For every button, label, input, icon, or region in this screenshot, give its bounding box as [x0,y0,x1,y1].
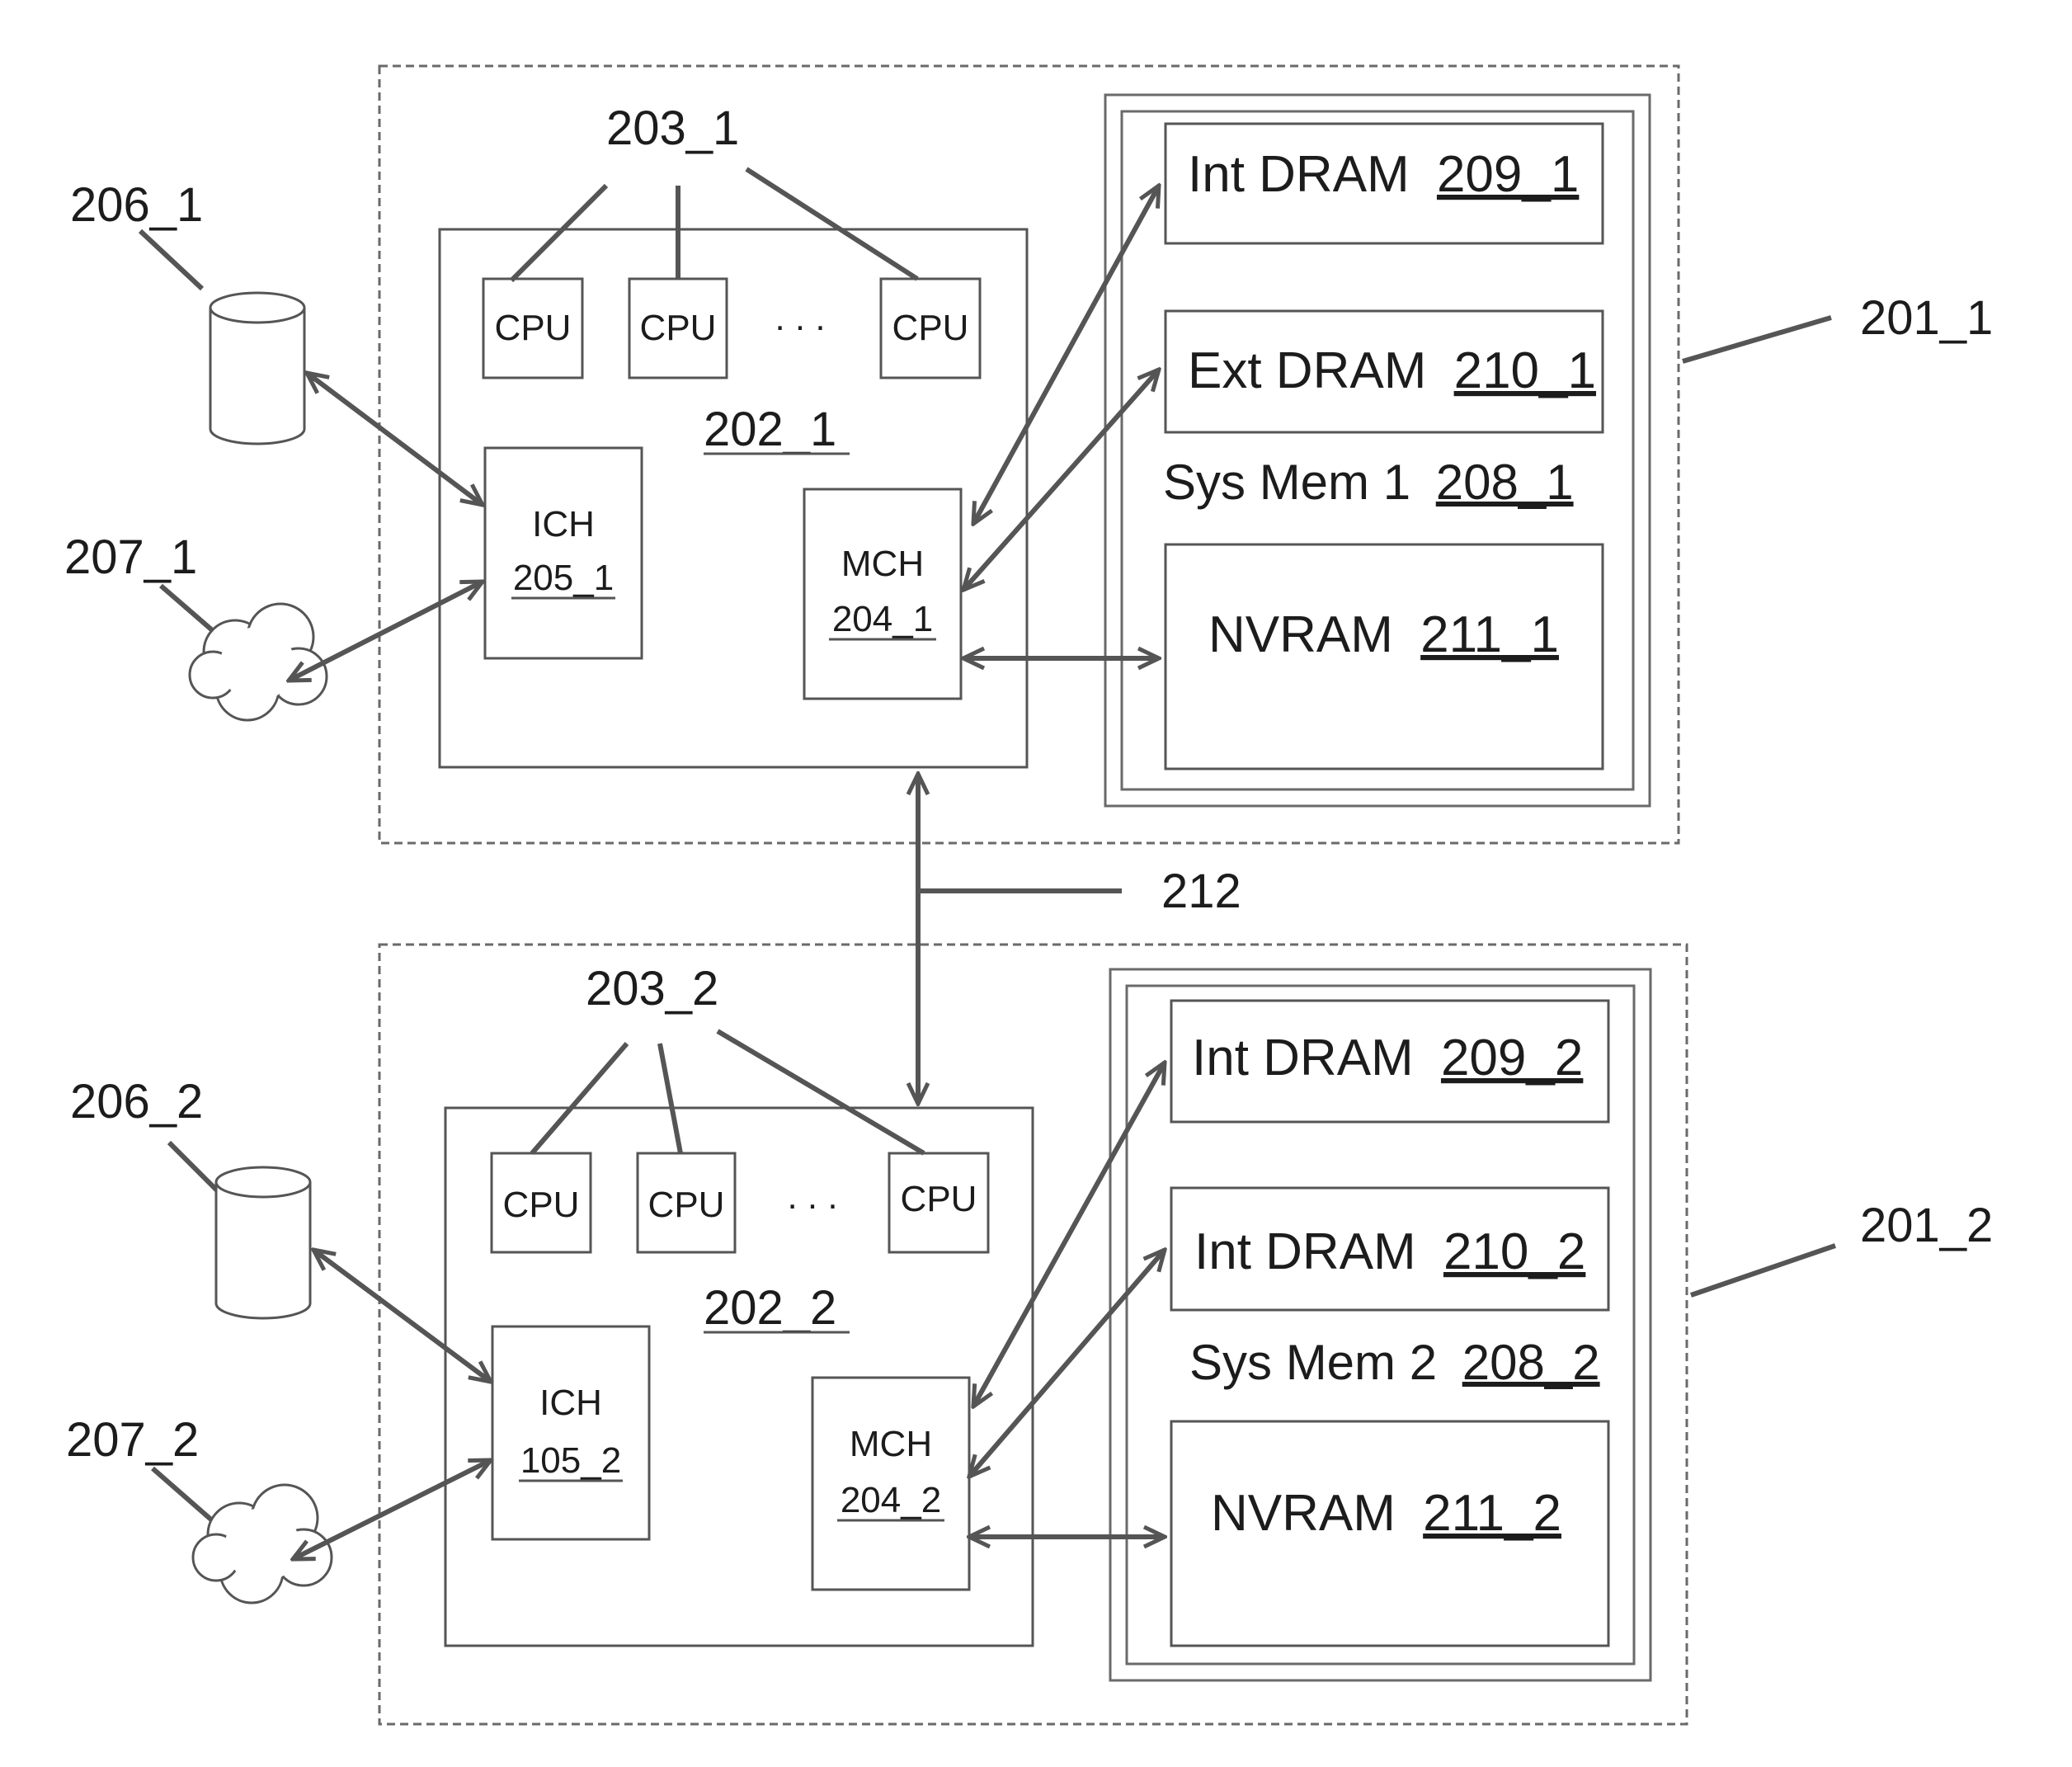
dram-a-ref-1: 209_1 [1437,146,1579,203]
sys-mem-ref-1: 208_1 [1436,455,1574,510]
system-node-2: CPU CPU CPU . . . 203_2 202_2 ICH 105_2 … [66,945,1993,1724]
dram-a-label-1: Int DRAM 209_1 [1188,146,1579,203]
mch-dram-a-arrow-2 [973,1063,1165,1407]
mch-ref-2: 204_2 [841,1480,941,1520]
dram-b-name-1: Ext DRAM [1188,342,1426,399]
nvram-name-2: NVRAM [1211,1485,1396,1542]
cloud-icon [190,604,327,720]
cpu-group-ref-1: 203_1 [606,101,739,155]
sys-mem-label-1: Sys Mem 1 208_1 [1163,455,1574,510]
dram-b-label-2: Int DRAM 210_2 [1194,1223,1585,1280]
disk-cylinder-icon [210,293,304,444]
nvram-ref-2: 211_2 [1423,1485,1561,1542]
ich-label-2: ICH [539,1383,602,1423]
cpu-lead-2b [660,1044,680,1153]
cpu-lead-1c [746,169,917,279]
cpu-label-2b: CPU [648,1185,725,1225]
system-ref-1: 201_1 [1860,291,1993,345]
cpu-ellipsis-2: . . . [787,1176,837,1217]
processor-ref-2: 202_2 [704,1281,836,1335]
mch-label-1: MCH [841,544,924,584]
mch-dram-b-arrow-1 [963,370,1159,590]
dram-a-ref-2: 209_2 [1441,1030,1583,1086]
cpu-label-2c: CPU [901,1179,977,1219]
ich-ref-2: 105_2 [520,1440,621,1481]
memory-inner-box-2 [1127,986,1634,1664]
dram-b-label-1: Ext DRAM 210_1 [1188,342,1596,399]
dram-a-label-2: Int DRAM 209_2 [1192,1030,1583,1086]
cloud-icon [193,1485,332,1603]
dram-a-name-2: Int DRAM [1192,1030,1414,1086]
cpu-group-ref-2: 203_2 [586,962,718,1015]
ich-box-2 [492,1326,649,1539]
sys-mem-ref-2: 208_2 [1462,1335,1600,1390]
nvram-ref-1: 211_1 [1420,606,1559,663]
ich-label-1: ICH [532,504,595,544]
cpu-label-1c: CPU [892,308,969,348]
cpu-lead-1a [511,186,606,280]
sys-mem-name-2: Sys Mem 2 [1189,1335,1437,1390]
storage-lead-1 [140,231,202,289]
storage-ich-arrow-1 [307,373,483,505]
storage-ref-2: 206_2 [70,1075,203,1129]
processor-ref-1: 202_1 [704,403,836,456]
mch-box-1 [804,489,961,699]
mch-ref-1: 204_1 [832,599,933,639]
cpu-label-1a: CPU [495,308,572,348]
cpu-label-2a: CPU [503,1185,580,1225]
nvram-label-1: NVRAM 211_1 [1208,606,1559,663]
ich-box-1 [485,448,642,658]
storage-ref-1: 206_1 [70,178,203,232]
nvram-label-2: NVRAM 211_2 [1211,1485,1561,1542]
network-ref-1: 207_1 [64,530,197,584]
network-ref-2: 207_2 [66,1413,199,1467]
ich-ref-1: 205_1 [513,558,614,598]
cpu-ellipsis-1: . . . [775,298,825,338]
system-ref-lead-2 [1691,1246,1835,1295]
mch-label-2: MCH [850,1424,932,1464]
cpu-label-1b: CPU [640,308,717,348]
sys-mem-label-2: Sys Mem 2 208_2 [1189,1335,1600,1390]
dram-b-name-2: Int DRAM [1194,1223,1416,1280]
disk-cylinder-icon [216,1167,310,1318]
system-ref-lead-1 [1683,318,1831,361]
storage-ich-arrow-2 [313,1250,491,1382]
dram-a-name-1: Int DRAM [1188,146,1410,203]
nvram-name-1: NVRAM [1208,606,1393,663]
memory-inner-box-1 [1122,111,1633,789]
system-ref-2: 201_2 [1860,1199,1993,1252]
dram-b-ref-1: 210_1 [1454,342,1596,399]
sys-mem-name-1: Sys Mem 1 [1163,455,1410,510]
cpu-lead-2a [532,1044,627,1153]
cpu-lead-2c [718,1031,924,1153]
interconnect-ref: 212 [1161,865,1241,918]
network-lead-2 [153,1468,219,1526]
network-ich-arrow-1 [289,582,483,681]
system-node-1: CPU CPU CPU . . . 203_1 202_1 ICH 205_1 … [64,66,1993,843]
network-ich-arrow-2 [293,1460,491,1559]
dram-b-ref-2: 210_2 [1443,1223,1585,1280]
